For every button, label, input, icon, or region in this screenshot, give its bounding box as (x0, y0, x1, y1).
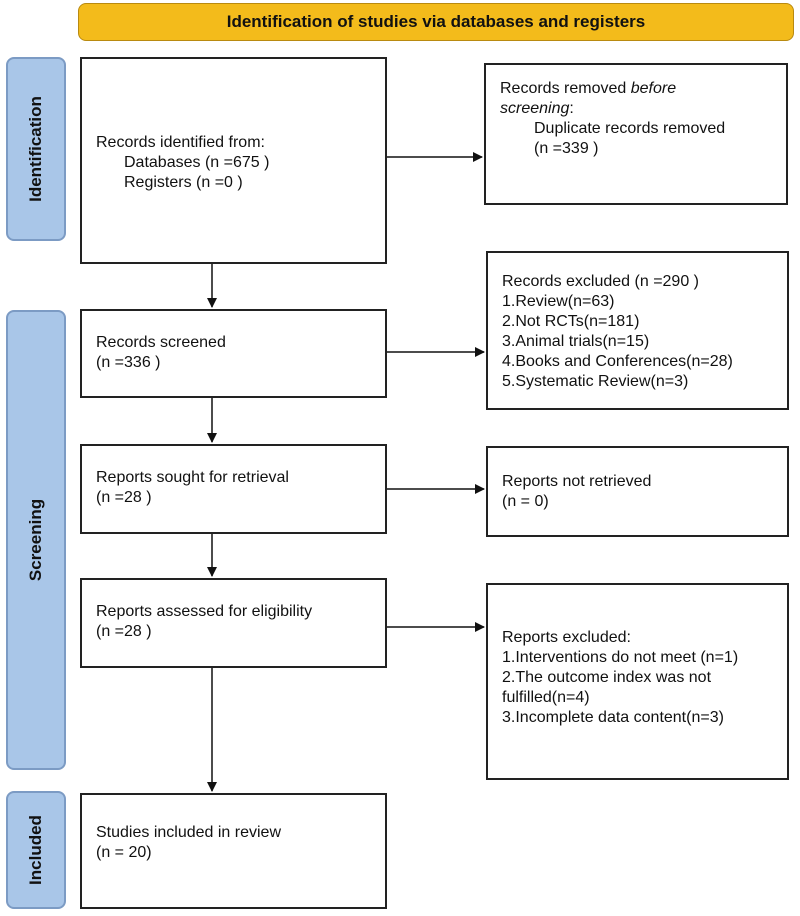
records-excluded-item: 3.Animal trials(n=15) (502, 333, 650, 350)
records-identified-databases: Databases (n =675 ) (124, 154, 270, 171)
records-removed-box: Records removed before screening: Duplic… (484, 63, 788, 205)
reports-not-retrieved-n: (n = 0) (502, 493, 549, 510)
reports-assessed-n: (n =28 ) (96, 623, 152, 640)
reports-excluded-title: Reports excluded: (502, 629, 631, 646)
records-excluded-item: 1.Review(n=63) (502, 293, 615, 310)
records-screened-n: (n =336 ) (96, 354, 161, 371)
records-excluded-title: Records excluded (n =290 ) (502, 273, 699, 290)
phase-included: Included (6, 791, 66, 909)
reports-sought-n: (n =28 ) (96, 489, 152, 506)
reports-sought-box: Reports sought for retrieval (n =28 ) (80, 444, 387, 534)
reports-excluded-item: 1.Interventions do not meet (n=1) (502, 649, 739, 666)
reports-not-retrieved-box: Reports not retrieved (n = 0) (486, 446, 789, 537)
reports-assessed-title: Reports assessed for eligibility (96, 603, 313, 620)
reports-excluded-box: Reports excluded: 1.Interventions do not… (486, 583, 789, 780)
records-excluded-item: 2.Not RCTs(n=181) (502, 313, 640, 330)
studies-included-box: Studies included in review (n = 20) (80, 793, 387, 909)
records-identified-registers: Registers (n =0 ) (124, 174, 243, 191)
records-removed-title: Records removed before (500, 80, 677, 97)
reports-not-retrieved-title: Reports not retrieved (502, 473, 652, 490)
studies-included-title: Studies included in review (96, 824, 281, 841)
records-screened-box: Records screened (n =336 ) (80, 309, 387, 398)
records-identified-title: Records identified from: (96, 134, 265, 151)
header-bar: Identification of studies via databases … (78, 3, 794, 41)
records-screened-title: Records screened (96, 334, 226, 351)
records-excluded-item: 4.Books and Conferences(n=28) (502, 353, 733, 370)
header-title: Identification of studies via databases … (226, 12, 646, 31)
studies-included-n: (n = 20) (96, 844, 152, 861)
records-identified-box: Records identified from: Databases (n =6… (80, 57, 387, 264)
records-removed-title-2: screening: (500, 100, 574, 117)
records-excluded-box: Records excluded (n =290 ) 1.Review(n=63… (486, 251, 789, 410)
records-excluded-item: 5.Systematic Review(n=3) (502, 373, 689, 390)
phase-identification: Identification (6, 57, 66, 241)
records-removed-duplicates-n: (n =339 ) (534, 140, 599, 157)
reports-sought-title: Reports sought for retrieval (96, 469, 289, 486)
records-removed-duplicates: Duplicate records removed (534, 120, 726, 137)
phase-screening: Screening (6, 310, 66, 770)
reports-excluded-item: fulfilled(n=4) (502, 689, 590, 706)
reports-excluded-item: 2.The outcome index was not (502, 669, 712, 686)
reports-excluded-item: 3.Incomplete data content(n=3) (502, 709, 724, 726)
reports-assessed-box: Reports assessed for eligibility (n =28 … (80, 578, 387, 668)
